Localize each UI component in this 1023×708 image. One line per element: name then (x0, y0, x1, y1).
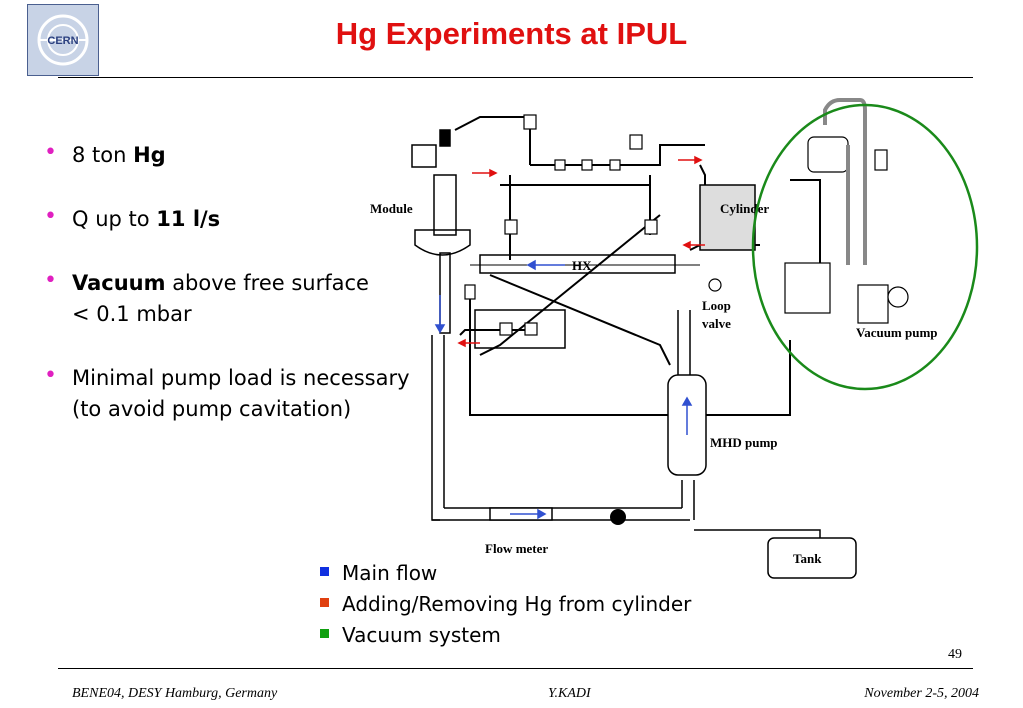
main-flow-arrows (434, 259, 693, 520)
footer-rule (58, 668, 973, 669)
flow-meter-sensor (610, 509, 626, 525)
bullet-dot: • (44, 140, 57, 165)
vacuum-system (784, 98, 909, 324)
valves (464, 114, 658, 336)
title-rule (58, 77, 973, 78)
bypass-unit (474, 309, 566, 349)
diagram-legend: Main flow Adding/Removing Hg from cylind… (318, 558, 691, 651)
label-module: Module (370, 201, 413, 216)
label-vacuum-pump: Vacuum pump (856, 325, 938, 340)
label-tank: Tank (793, 551, 822, 566)
bullet-dot: • (44, 268, 57, 293)
fill-arrows (457, 155, 705, 348)
bullet-item: • Vacuum above free surface < 0.1 mbar (44, 268, 372, 330)
cern-logo: CERN (27, 4, 99, 76)
page-number: 49 (948, 647, 962, 662)
bullet-list: • 8 ton Hg • Q up to 11 l/s • Vacuum abo… (44, 140, 424, 458)
legend-swatch (320, 629, 329, 638)
fill-piping (454, 116, 821, 416)
label-loop-valve-2: valve (702, 316, 731, 331)
loop-valve-icon (708, 278, 722, 292)
cylinder (699, 184, 756, 251)
legend-item-vacuum-system: Vacuum system (318, 620, 691, 651)
bullet-item: • 8 ton Hg (44, 140, 424, 171)
legend-swatch (320, 567, 329, 576)
legend-swatch (320, 598, 329, 607)
footer-right: November 2-5, 2004 (864, 686, 979, 701)
label-cylinder: Cylinder (720, 201, 769, 216)
logo-text: CERN (47, 35, 78, 47)
legend-item-main-flow: Main flow (318, 558, 691, 589)
bullet-dot: • (44, 204, 57, 229)
hg-loop-schematic: Module HX Cylinder Loop valve (370, 98, 979, 579)
heat-exchanger (479, 254, 676, 274)
label-mhd-pump: MHD pump (710, 435, 778, 450)
bullet-item: • Minimal pump load is necessary (to avo… (44, 363, 422, 425)
bullet-item: • Q up to 11 l/s (44, 204, 424, 235)
label-loop-valve-1: Loop (702, 298, 731, 313)
main-loop-piping (431, 310, 695, 521)
module-vessel (411, 129, 471, 334)
footer-center: Y.KADI (548, 686, 591, 701)
label-hx: HX (572, 258, 592, 273)
vacuum-system-highlight (751, 103, 979, 391)
bullet-dot: • (44, 363, 57, 388)
slide-title: Hg Experiments at IPUL (335, 16, 688, 51)
tank (767, 537, 857, 579)
footer-left: BENE04, DESY Hamburg, Germany (72, 686, 278, 701)
label-flow-meter: Flow meter (485, 541, 548, 556)
legend-item-adding-removing: Adding/Removing Hg from cylinder (318, 589, 691, 620)
